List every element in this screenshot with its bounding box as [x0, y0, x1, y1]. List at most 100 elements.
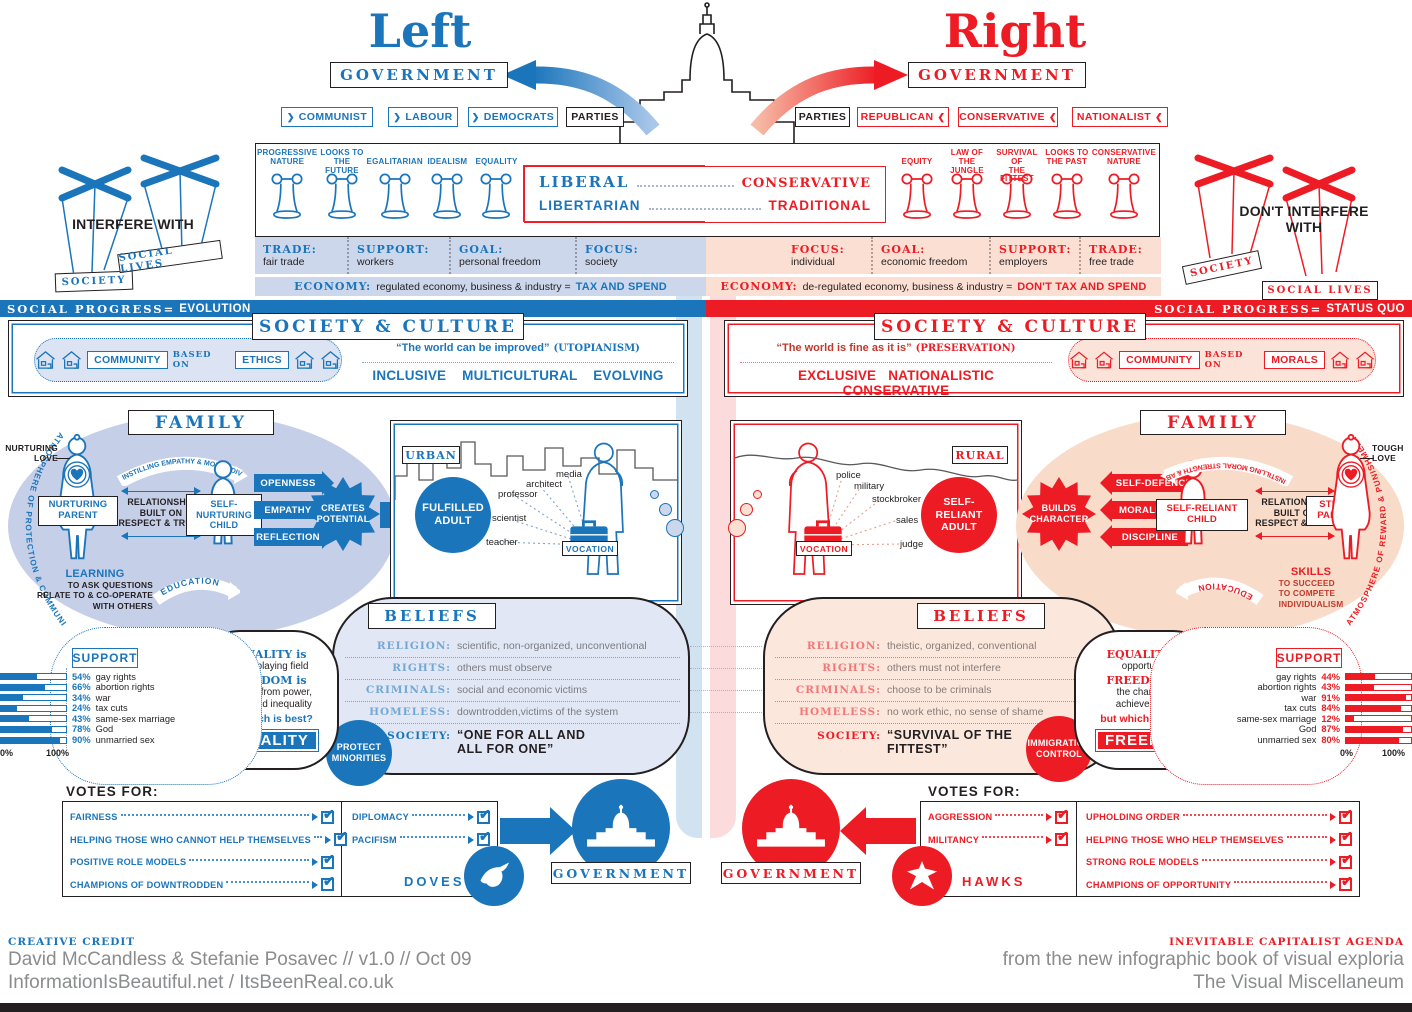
pillar-label: IDEALISM [427, 157, 468, 166]
bar-track [0, 683, 67, 691]
policy-key: TRADE: [263, 243, 317, 256]
belief-key: RELIGION: [806, 640, 881, 652]
vote-item: PACIFISM [352, 828, 491, 852]
policy-key: GOAL: [459, 243, 504, 256]
pillar-label: LOOKS TO THE PAST [1045, 148, 1089, 166]
pillar-looks-past: LOOKS TO THE PAST [1042, 148, 1092, 228]
pillar-law-jungle: LAW OF THE JUNGLE [942, 148, 992, 228]
bar-fill [1346, 695, 1407, 701]
belief-connector [690, 690, 762, 691]
arrow-icon [1330, 835, 1336, 844]
vocation-label: VOCATION [796, 541, 852, 556]
house-icon [294, 350, 315, 370]
pillar-icon [430, 169, 464, 223]
checkbox-checked-icon [1339, 828, 1353, 847]
vote-label: MILITANCY [928, 834, 980, 845]
bar-track [1345, 704, 1412, 712]
right-policy-band: FOCUS:individual GOAL:economic freedom S… [706, 237, 1161, 274]
credit-line-2[interactable]: InformationIsBeautiful.net / ItsBeenReal… [8, 972, 394, 993]
pillar-equity: EQUITY [892, 149, 942, 228]
pillar-conservative-nature: CONSERVATIVE NATURE [1091, 148, 1157, 228]
house-icon [1330, 350, 1350, 370]
left-family-banner: FAMILY [128, 410, 274, 435]
job-media: media [556, 469, 582, 480]
flow-arrows-top [502, 60, 908, 136]
party-democrats: DEMOCRATS [468, 107, 558, 127]
checkbox-checked-icon [1339, 806, 1353, 824]
checkbox-checked-icon [333, 828, 348, 847]
libertarian-label: LIBERTARIAN [539, 198, 641, 213]
dotted-leader [313, 836, 322, 839]
belief-row: HOMELESS:no work ethic, no sense of sham… [775, 702, 1110, 724]
pillar-label: CONSERVATIVE NATURE [1091, 148, 1157, 166]
belief-value: “SURVIVAL OF THE FITTEST” [887, 728, 1013, 757]
leader-line [56, 458, 70, 459]
right-society-traits: EXCLUSIVE NATIONALISTIC CONSERVATIVE [797, 368, 995, 398]
bar-pct: 91% [1321, 692, 1340, 703]
arrow-icon [1330, 813, 1336, 822]
bar-pct: 66% [72, 682, 91, 693]
left-atmosphere-arc: ATMOSPHERE OF PROTECTION & COMMUNICATION [2, 428, 67, 628]
right-beliefs-rows: RELIGION:theistic, organized, convention… [775, 636, 1110, 757]
pillar-label: EQUALITY [475, 157, 518, 166]
left-policy-band: TRADE:fair trade SUPPORT:workers GOAL:pe… [255, 237, 706, 274]
learning-title: LEARNING [65, 568, 125, 580]
bar-label: war [1301, 692, 1317, 703]
vote-label: HELPING THOSE WHO HELP THEMSELVES [1086, 834, 1284, 845]
vote-item: FAIRNESS [70, 806, 335, 829]
support-bar-row: 66%abortion rights [0, 682, 240, 693]
quote-tag: (PRESERVATION) [915, 342, 1016, 354]
bar-label: same-sex marriage [1236, 713, 1317, 724]
fulfilled-adult-circle: FULFILLED ADULT [415, 477, 491, 553]
policy-value: employers [999, 256, 1048, 268]
pillar-icon [479, 169, 513, 223]
double-arrow [121, 487, 201, 496]
checkbox-checked-icon [1055, 828, 1069, 847]
bar-track [0, 736, 67, 744]
left-votes-title: VOTES FOR: [66, 784, 159, 799]
support-bar-row: 24%tax cuts [0, 703, 240, 713]
agenda-line-1: from the new infographic book of visual … [1002, 949, 1404, 970]
right-progress-bar: SOCIAL PROGRESS= STATUS QUO [706, 300, 1412, 317]
nurturing-parent-box: NURTURING PARENT [38, 496, 118, 526]
vote-item: AGGRESSION [928, 806, 1069, 829]
support-bar-row: 78%God [0, 724, 240, 734]
house-icon [1094, 350, 1114, 370]
dotted-leader [189, 858, 309, 861]
learning-lines: TO ASK QUESTIONS RELATE TO & CO-OPERATE … [37, 580, 153, 611]
community-label: COMMUNITY [1119, 351, 1200, 369]
morals-label: MORALS [1264, 351, 1325, 369]
ethics-label: ETHICS [235, 351, 289, 369]
vote-item: DIPLOMACY [352, 806, 491, 829]
economy-key: ECONOMY: [294, 280, 372, 293]
axis-0-label: 0% [0, 748, 14, 758]
belief-key: HOMELESS: [799, 706, 881, 718]
progress-value: STATUS QUO [1326, 302, 1405, 315]
left-votes-box [62, 801, 498, 897]
right-votes-divider [1076, 801, 1077, 897]
policy-key: FOCUS: [791, 243, 845, 256]
dotted-leader [982, 836, 1043, 839]
economy-bold: DON'T TAX AND SPEND [1017, 280, 1147, 293]
left-government-circle [572, 779, 670, 877]
hawks-label: HAWKS [962, 874, 1026, 889]
vocation-label: VOCATION [562, 541, 618, 556]
bar-fill [1, 726, 53, 732]
bar-track [0, 704, 67, 712]
quote-tag: (UTOPIANISM) [553, 342, 640, 354]
bar-track [1345, 673, 1412, 680]
pillar-looks-future: LOOKS TO THE FUTURE [317, 148, 366, 228]
heart-icon [62, 460, 92, 490]
bar-pct: 80% [1321, 735, 1340, 746]
belief-value: choose to be criminals [887, 684, 992, 696]
bar-label: war [95, 692, 111, 703]
parties-label-right: PARTIES [795, 107, 850, 127]
vote-label: CHAMPIONS OF DOWNTRODDEN [70, 879, 224, 890]
checkbox-checked-icon [477, 828, 491, 847]
dotted-leader [1234, 881, 1327, 884]
community-label: COMMUNITY [87, 351, 168, 369]
urban-sign: URBAN [402, 446, 460, 464]
dotted-divider [740, 362, 1052, 363]
thought-bubble [650, 490, 659, 499]
